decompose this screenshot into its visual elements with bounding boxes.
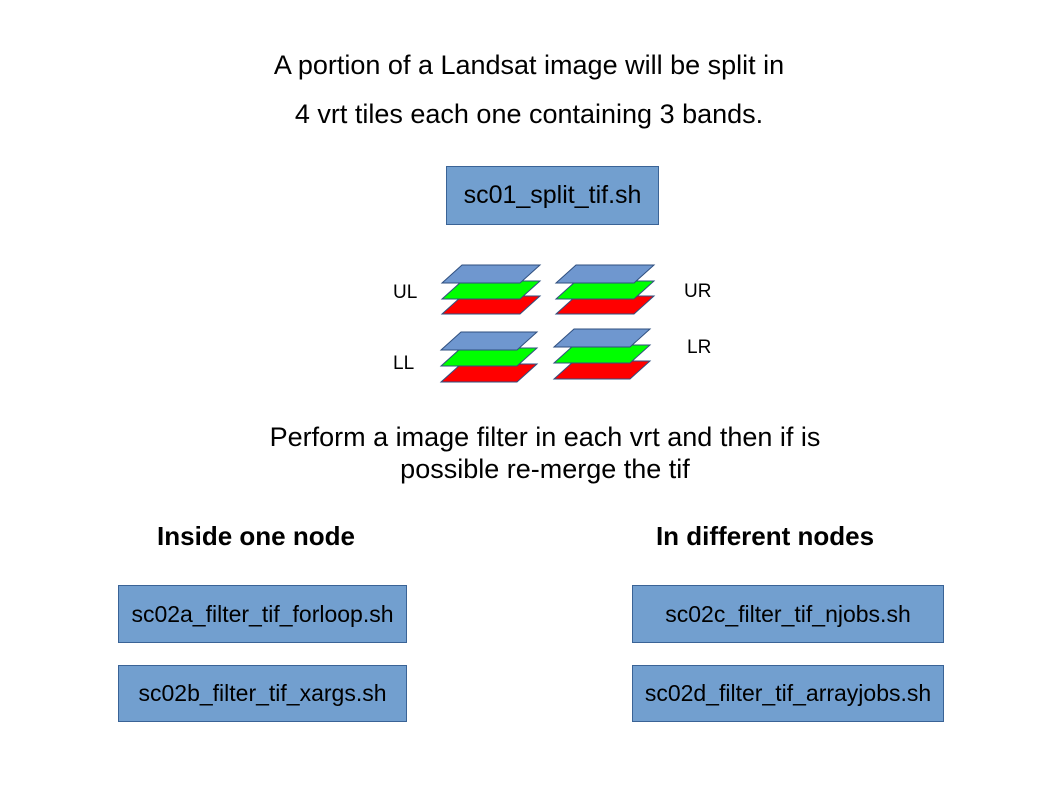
split-script-label: sc01_split_tif.sh: [463, 181, 642, 209]
tile-label-lr: LR: [687, 337, 712, 358]
intro-line-1: A portion of a Landsat image will be spl…: [273, 50, 785, 80]
forloop-script-box: sc02a_filter_tif_forloop.sh: [118, 585, 407, 643]
inside-one-node-heading: Inside one node: [157, 521, 355, 551]
tile-ur-blue-band: [554, 264, 656, 284]
different-nodes-heading: In different nodes: [655, 521, 875, 551]
split-script-box: sc01_split_tif.sh: [446, 166, 659, 225]
tile-ll-green-band: [439, 347, 539, 367]
njobs-script-box: sc02c_filter_tif_njobs.sh: [632, 585, 944, 643]
xargs-script-label: sc02b_filter_tif_xargs.sh: [138, 680, 387, 706]
tile-label-ur: UR: [684, 281, 712, 302]
tile-lr-green-band: [552, 344, 652, 364]
tile-ll-blue-band: [439, 331, 539, 351]
arrayjobs-script-label: sc02d_filter_tif_arrayjobs.sh: [644, 680, 932, 706]
tile-stack-lr: [552, 328, 652, 380]
filter-line-2: possible re-merge the tif: [400, 454, 690, 484]
tile-stack-ur: [554, 264, 656, 315]
intro-line-2: 4 vrt tiles each one containing 3 bands.: [294, 99, 764, 129]
tile-stack-ll: [439, 331, 539, 383]
forloop-script-label: sc02a_filter_tif_forloop.sh: [131, 600, 394, 627]
tile-ul-blue-band: [440, 264, 542, 284]
njobs-script-label: sc02c_filter_tif_njobs.sh: [665, 600, 911, 627]
arrayjobs-script-box: sc02d_filter_tif_arrayjobs.sh: [632, 665, 944, 722]
tile-ll-red-band: [439, 363, 539, 383]
filter-line-1: Perform a image filter in each vrt and t…: [269, 422, 821, 452]
tile-label-ll: LL: [393, 353, 415, 374]
tile-stack-ul: [440, 264, 542, 315]
tile-label-ul: UL: [393, 282, 418, 303]
xargs-script-box: sc02b_filter_tif_xargs.sh: [118, 665, 407, 722]
tile-lr-blue-band: [552, 328, 652, 348]
tile-lr-red-band: [552, 360, 652, 380]
